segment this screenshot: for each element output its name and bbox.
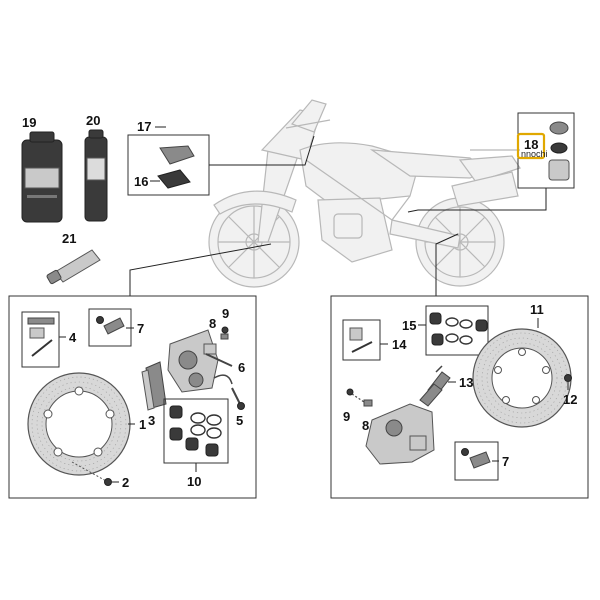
pad-pin-part	[205, 353, 233, 385]
callout-15: 15	[402, 318, 416, 333]
callout-9-right: 9	[343, 409, 350, 424]
rear-brake-caliper	[365, 403, 435, 465]
rear-sensor-part	[349, 327, 373, 353]
callout-18: 18	[524, 137, 538, 152]
rear-bleeder-valve	[461, 448, 491, 469]
watermark: nnochi	[521, 149, 548, 159]
wear-sensor-part	[157, 145, 195, 189]
callout-20: 20	[86, 113, 100, 128]
callout-8-left: 8	[209, 316, 216, 331]
callout-21: 21	[62, 231, 76, 246]
grease-tube	[46, 249, 101, 285]
callout-5: 5	[236, 413, 243, 428]
callout-7-right: 7	[502, 454, 509, 469]
brake-pad-part	[141, 361, 167, 411]
callout-14: 14	[392, 337, 407, 352]
box-rear-sensor	[342, 319, 381, 361]
front-brake-caliper	[167, 329, 219, 393]
callout-19: 19	[22, 115, 36, 130]
callout-11: 11	[530, 302, 544, 317]
sensor-bracket-part	[27, 317, 55, 357]
rear-brake-pad-part	[419, 365, 451, 407]
box-front-sensor	[21, 311, 60, 368]
callout-12: 12	[563, 392, 577, 407]
box-front-brake	[8, 295, 257, 499]
disc-bolt-part	[71, 461, 112, 486]
front-brake-disc	[27, 372, 131, 476]
callout-16: 16	[134, 174, 148, 189]
callout-7-left: 7	[137, 321, 144, 336]
callout-13: 13	[459, 375, 473, 390]
callout-9-left: 9	[222, 306, 229, 321]
callout-17: 17	[137, 119, 151, 134]
box-seal-kit-right	[425, 305, 489, 356]
spray-can	[84, 129, 108, 222]
callout-8-right: 8	[362, 418, 369, 433]
callout-6: 6	[238, 360, 245, 375]
bleeder-valve-part	[96, 316, 125, 335]
callout-3: 3	[148, 413, 155, 428]
rear-piston-seal-kit	[429, 312, 488, 346]
callout-1: 1	[139, 417, 146, 432]
piston-seal-kit	[169, 405, 222, 457]
bleeder-screw-part	[220, 326, 229, 340]
callout-2: 2	[122, 475, 129, 490]
motorcycle-illustration	[208, 99, 521, 288]
dust-boot-parts	[548, 121, 570, 181]
caliper-bolt-part	[231, 387, 245, 410]
rear-disc-bolt	[564, 374, 572, 390]
callout-4-left: 4	[69, 330, 77, 345]
callout-10: 10	[187, 474, 201, 489]
rear-bleeder-screw	[346, 388, 373, 407]
brake-fluid-bottle	[21, 131, 63, 223]
box-rear-brake	[330, 295, 589, 499]
rear-brake-disc	[472, 328, 572, 428]
highlight-18	[516, 132, 546, 160]
